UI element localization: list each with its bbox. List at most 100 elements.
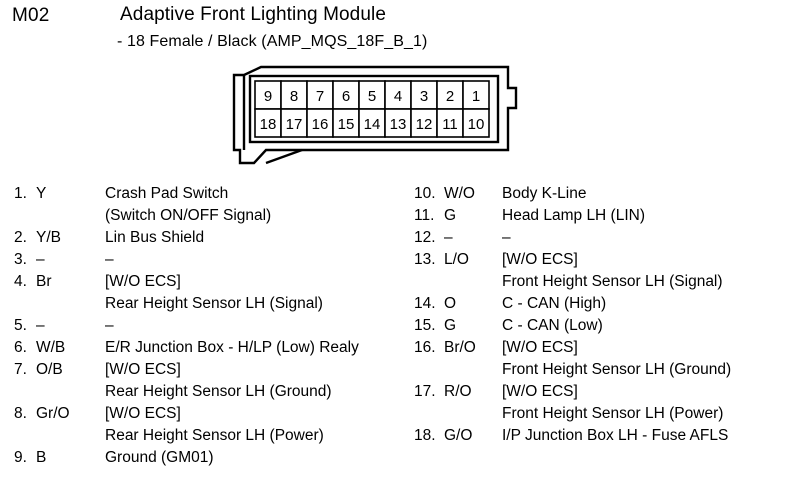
pin-cell [254, 80, 282, 110]
pin-description-line: [W/O ECS] [502, 339, 578, 356]
pin-number: 12. [414, 229, 436, 246]
pin-number: 6. [14, 339, 27, 356]
pin-description-line: Head Lamp LH (LIN) [502, 207, 646, 224]
page-title: Adaptive Front Lighting Module [120, 4, 386, 25]
pin-description-line: I/P Junction Box LH - Fuse AFLS [502, 427, 729, 444]
pin-grid: 9 8 7 6 5 4 3 2 1 18 [254, 80, 490, 138]
pin-wire-color: G [444, 317, 457, 334]
pin-row: 5.–– [14, 315, 409, 337]
pin-description-line: (Switch ON/OFF Signal) [105, 207, 272, 224]
pin-number: 10. [414, 185, 436, 202]
pin-wire-color: W/O [444, 185, 475, 202]
pin-wire-color: Br [36, 273, 52, 290]
pin-cell-label: 8 [290, 88, 298, 105]
pin-number: 16. [414, 339, 436, 356]
pin-number: 18. [414, 427, 436, 444]
pin-row: 13.L/O[W/O ECS]Front Height Sensor LH (S… [414, 249, 786, 293]
pin-cell [436, 80, 464, 110]
pin-row: 10. W/O Body K-Line [414, 183, 786, 205]
pin-description: I/P Junction Box LH - Fuse AFLS [502, 425, 786, 447]
pin-cell [410, 108, 438, 138]
pin-row-top: 9 8 7 6 5 4 3 2 1 [254, 80, 490, 110]
pin-description-line: [W/O ECS] [502, 251, 578, 268]
pin-description-line: Body K-Line [502, 185, 587, 202]
pin-wire-color: Y/B [36, 229, 61, 246]
pin-description: C - CAN (Low) [502, 315, 786, 337]
pin-description: Crash Pad Switch (Switch ON/OFF Signal) [105, 183, 409, 227]
pin-cell [436, 108, 464, 138]
pin-number: 9. [14, 449, 27, 466]
pin-row: 11. G Head Lamp LH (LIN) [414, 205, 786, 227]
pin-cell [358, 108, 386, 138]
pin-description-line: [W/O ECS] [105, 405, 181, 422]
pin-wire-color: G/O [444, 427, 473, 444]
pin-description-line: [W/O ECS] [105, 361, 181, 378]
pin-cell-label: 13 [390, 116, 407, 133]
pin-row: 15. G C - CAN (Low) [414, 315, 786, 337]
pin-wire-color: B [36, 449, 47, 466]
pin-wire-color: W/B [36, 339, 66, 356]
pin-description: – [502, 227, 786, 249]
pin-description: Body K-Line [502, 183, 786, 205]
pin-cell [462, 108, 490, 138]
pin-cell-label: 4 [394, 88, 402, 105]
pin-number: 14. [414, 295, 436, 312]
pin-cell-label: 11 [442, 116, 458, 133]
pin-description-line: C - CAN (Low) [502, 317, 603, 334]
pin-description: Lin Bus Shield [105, 227, 409, 249]
pin-description: – [105, 315, 409, 337]
pin-wire-color: R/O [444, 383, 472, 400]
pin-wire-color: – [36, 317, 45, 334]
pin-cell-label: 14 [364, 116, 381, 133]
pin-cell-label: 2 [446, 88, 454, 105]
connector-diagram: 9 8 7 6 5 4 3 2 1 18 [228, 62, 540, 174]
pin-description-line: E/R Junction Box - H/LP (Low) Realy [105, 339, 359, 356]
pin-cell [384, 80, 412, 110]
pin-number: 4. [14, 273, 27, 290]
pin-description: E/R Junction Box - H/LP (Low) Realy [105, 337, 409, 359]
pin-row: 17. R/O [W/O ECS]Front Height Sensor LH (P… [414, 381, 786, 425]
pin-wire-color: – [444, 229, 453, 246]
connector-bottom-tab-chamfer [265, 148, 303, 165]
pin-cell-label: 17 [286, 116, 303, 133]
pin-row: 8.Gr/O[W/O ECS]Rear Height Sensor LH (Po… [14, 403, 409, 447]
pin-row: 6. W/B E/R Junction Box - H/LP (Low) Realy [14, 337, 409, 359]
pin-description: [W/O ECS]Front Height Sensor LH (Power) [502, 381, 786, 425]
pin-number: 17. [414, 383, 436, 400]
pin-wire-color: – [36, 251, 45, 268]
pin-description: [W/O ECS]Front Height Sensor LH (Ground) [502, 337, 786, 381]
pin-description: Ground (GM01) [105, 447, 409, 469]
header: M02 Adaptive Front Lighting Module - 18 … [0, 0, 786, 62]
pin-wire-color: O/B [36, 361, 63, 378]
pin-description: Head Lamp LH (LIN) [502, 205, 786, 227]
pin-cell-label: 5 [368, 88, 376, 105]
pin-cell-label: 7 [316, 88, 324, 105]
pin-cell [280, 108, 308, 138]
pin-description-line: – [105, 317, 114, 334]
pin-cell-label: 16 [312, 116, 329, 133]
pin-wire-color: Y [36, 185, 47, 202]
pin-description-line: – [105, 251, 114, 268]
pin-description-line: Rear Height Sensor LH (Signal) [105, 295, 323, 312]
pin-description-line: Front Height Sensor LH (Power) [502, 405, 724, 422]
pin-wire-color: G [444, 207, 457, 224]
pin-number: 11. [414, 207, 435, 224]
pin-row: 2. Y/B Lin Bus Shield [14, 227, 409, 249]
pin-number: 5. [14, 317, 27, 334]
pin-number: 2. [14, 229, 27, 246]
pin-description-line: [W/O ECS] [105, 273, 181, 290]
pin-number: 15. [414, 317, 436, 334]
pin-description: [W/O ECS]Front Height Sensor LH (Signal) [502, 249, 786, 293]
pin-description: [W/O ECS] Rear Height Sensor LH (Signal) [105, 271, 409, 315]
pin-number: 7. [14, 361, 27, 378]
pin-description: [W/O ECS]Rear Height Sensor LH (Power) [105, 403, 409, 447]
pin-row: 4. Br [W/O ECS] Rear Height Sensor LH (Sign… [14, 271, 409, 315]
pin-row: 16.Br/O[W/O ECS]Front Height Sensor LH (… [414, 337, 786, 381]
pin-description-line: – [502, 229, 511, 246]
pin-cell-label: 9 [264, 88, 272, 105]
pin-description-line: Crash Pad Switch [105, 185, 229, 202]
pin-row: 3.–– [14, 249, 409, 271]
pin-description-line: C - CAN (High) [502, 295, 607, 312]
